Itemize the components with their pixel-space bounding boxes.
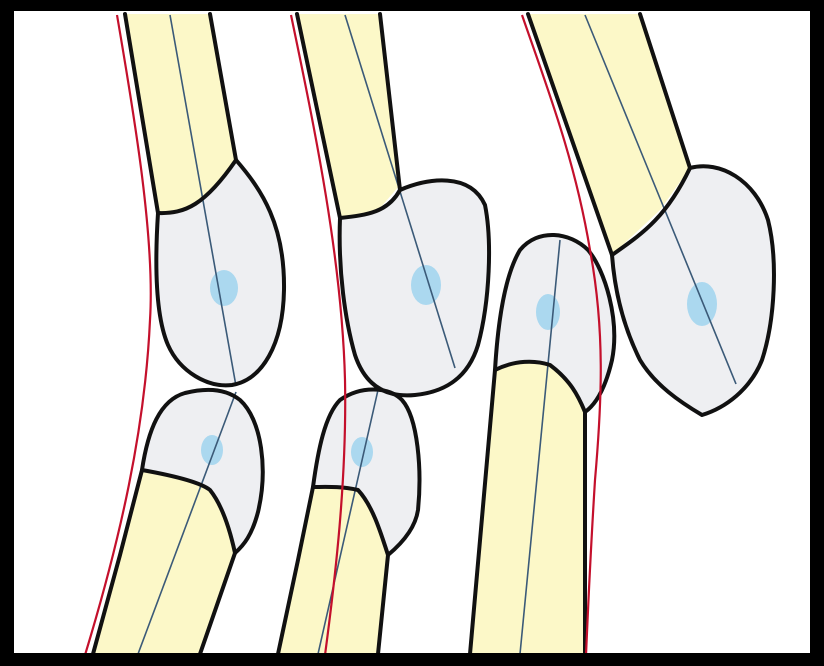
joint-center-marker-4 — [687, 282, 717, 326]
joint-center-marker-upper-2 — [411, 265, 441, 305]
lower-bone-shaft-3 — [470, 362, 585, 654]
joint-center-marker-upper-1 — [210, 270, 238, 306]
joint-center-marker-3 — [536, 294, 560, 330]
joint-center-marker-lower-1 — [201, 435, 223, 465]
panel-1 — [85, 14, 284, 655]
panel-2 — [278, 14, 489, 655]
